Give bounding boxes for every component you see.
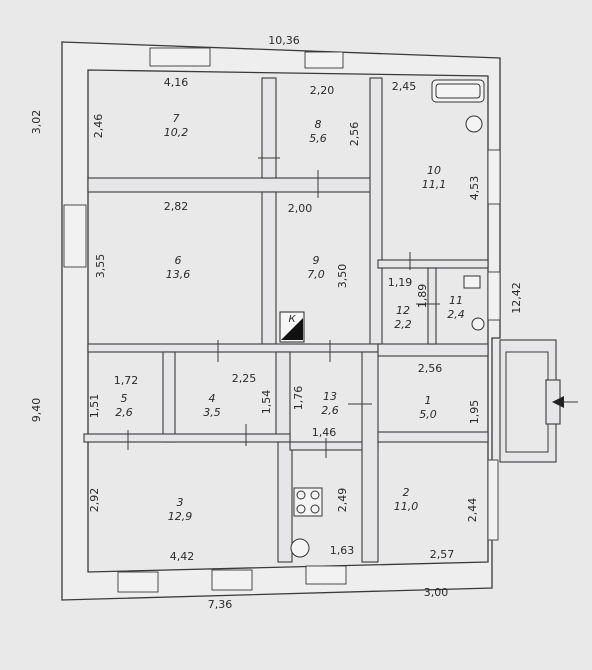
dim-r2-w: 2,57 [430, 548, 455, 561]
room-area-6: 13,6 [166, 268, 191, 281]
dim-r6-w: 2,82 [164, 200, 189, 213]
room-area-1: 5,0 [419, 408, 437, 421]
room-number-13: 13 [323, 390, 337, 403]
dim-r4-w: 2,25 [232, 372, 257, 385]
room-area-5: 2,6 [115, 406, 133, 419]
dim-bottom-right: 3,00 [424, 586, 449, 599]
room-number-10: 10 [427, 164, 441, 177]
entrance-arrow-icon [552, 396, 564, 408]
room-number-2: 2 [403, 486, 410, 499]
dim-r7-h: 2,46 [92, 114, 105, 139]
wash-basin-icon [471, 317, 485, 331]
dim-left-total: 9,40 [30, 398, 43, 423]
room-number-12: 12 [396, 304, 410, 317]
dim-r8-h: 2,56 [348, 122, 361, 147]
room-area-12: 2,2 [394, 318, 412, 331]
fixtures [279, 79, 485, 558]
dim-r13-h: 1,76 [292, 386, 305, 411]
dim-r2-h: 2,44 [466, 498, 479, 523]
dim-r1-w: 2,56 [418, 362, 443, 375]
dim-top-total: 10,36 [268, 34, 300, 47]
toilet-icon [463, 275, 481, 289]
dim-r9-h: 3,50 [336, 264, 349, 289]
dim-r10-h: 4,53 [468, 176, 481, 201]
dimension-labels: 10,36 3,02 9,40 12,42 7,36 3,00 4,16 2,4… [30, 34, 523, 611]
room-area-2: 11,0 [394, 500, 419, 513]
room-area-8: 5,6 [309, 132, 327, 145]
room-number-3: 3 [177, 496, 184, 509]
dim-r5-w: 1,72 [114, 374, 139, 387]
interior-walls [83, 77, 489, 563]
stove-label: К [288, 314, 296, 325]
dim-r9-w: 2,00 [288, 202, 313, 215]
room-area-3: 12,9 [168, 510, 193, 523]
room-area-9: 7,0 [307, 268, 325, 281]
room-area-13: 2,6 [321, 404, 339, 417]
kitchen-sink-icon [290, 538, 310, 558]
dim-r12-h: 1,89 [416, 284, 429, 309]
dim-r2-in-h: 2,49 [336, 488, 349, 513]
room-number-8: 8 [315, 118, 322, 131]
dim-r3-h: 2,92 [88, 488, 101, 513]
room-area-7: 10,2 [164, 126, 189, 139]
room-number-7: 7 [173, 112, 180, 125]
dim-r8-w: 2,20 [310, 84, 335, 97]
cooker-icon [293, 487, 323, 517]
dim-r2-in-w: 1,63 [330, 544, 355, 557]
room-number-5: 5 [121, 392, 128, 405]
room-number-9: 9 [313, 254, 320, 267]
dim-r13-w: 1,46 [312, 426, 337, 439]
dim-r1-h: 1,95 [468, 400, 481, 425]
room-area-10: 11,1 [422, 178, 447, 191]
bathtub-icon [431, 79, 485, 103]
room-number-1: 1 [425, 394, 432, 407]
room-labels: 7 10,2 8 5,6 10 11,1 6 13,6 9 7,0 12 2,2… [115, 112, 465, 523]
dim-r6-h: 3,55 [94, 254, 107, 279]
dim-r12-w: 1,19 [388, 276, 413, 289]
sink-icon [465, 115, 483, 133]
room-number-4: 4 [209, 392, 216, 405]
dim-right-total: 12,42 [510, 282, 523, 314]
room-number-11: 11 [449, 294, 463, 307]
dim-left-top: 3,02 [30, 110, 43, 135]
room-area-11: 2,4 [447, 308, 465, 321]
dim-bottom-left: 7,36 [208, 598, 233, 611]
dim-r4-h: 1,54 [260, 390, 273, 415]
room-number-6: 6 [175, 254, 182, 267]
outer-walls [61, 41, 501, 601]
dim-r5-h: 1,51 [88, 394, 101, 419]
dim-r7-w: 4,16 [164, 76, 189, 89]
porch [499, 339, 578, 463]
windows [63, 47, 501, 593]
room-area-4: 3,5 [203, 406, 221, 419]
doors [127, 157, 440, 458]
dim-r10-w: 2,45 [392, 80, 417, 93]
dim-r3-w: 4,42 [170, 550, 195, 563]
